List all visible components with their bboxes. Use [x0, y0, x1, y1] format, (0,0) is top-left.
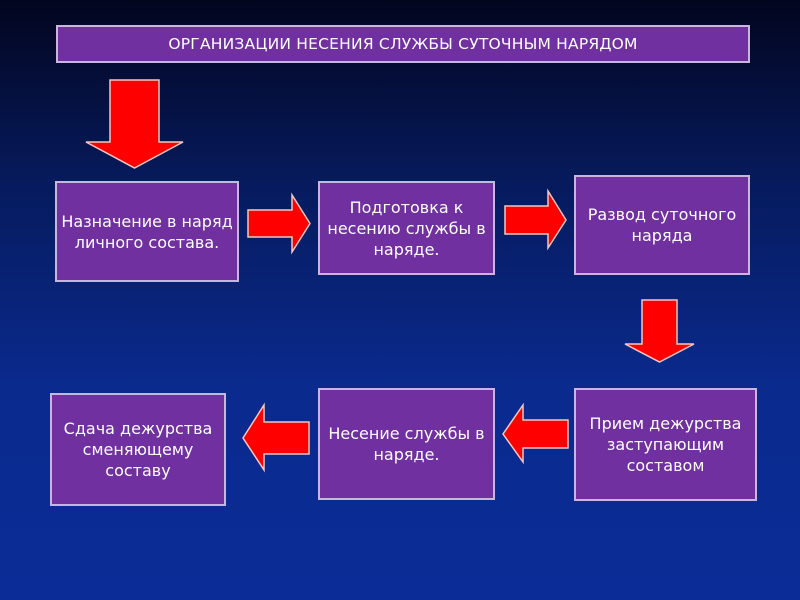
step-6-box: Сдача дежурства сменяющему составу	[50, 393, 226, 506]
step-5-box: Несение службы в наряде.	[318, 388, 495, 500]
arrow-right-icon	[504, 188, 567, 251]
arrow-right-icon	[247, 192, 311, 255]
arrow-left-icon	[242, 402, 310, 473]
arrow-left-icon	[502, 402, 569, 465]
step-4-box: Прием дежурства заступающим составом	[574, 388, 757, 501]
step-1-box: Назначение в наряд личного состава.	[55, 181, 239, 282]
arrow-down-icon	[85, 79, 184, 169]
step-2-box: Подготовка к несению службы в наряде.	[318, 181, 495, 275]
step-3-box: Развод суточного наряда	[574, 175, 750, 275]
arrow-down-icon	[624, 299, 695, 363]
diagram-title: ОРГАНИЗАЦИИ НЕСЕНИЯ СЛУЖБЫ СУТОЧНЫМ НАРЯ…	[56, 25, 750, 63]
